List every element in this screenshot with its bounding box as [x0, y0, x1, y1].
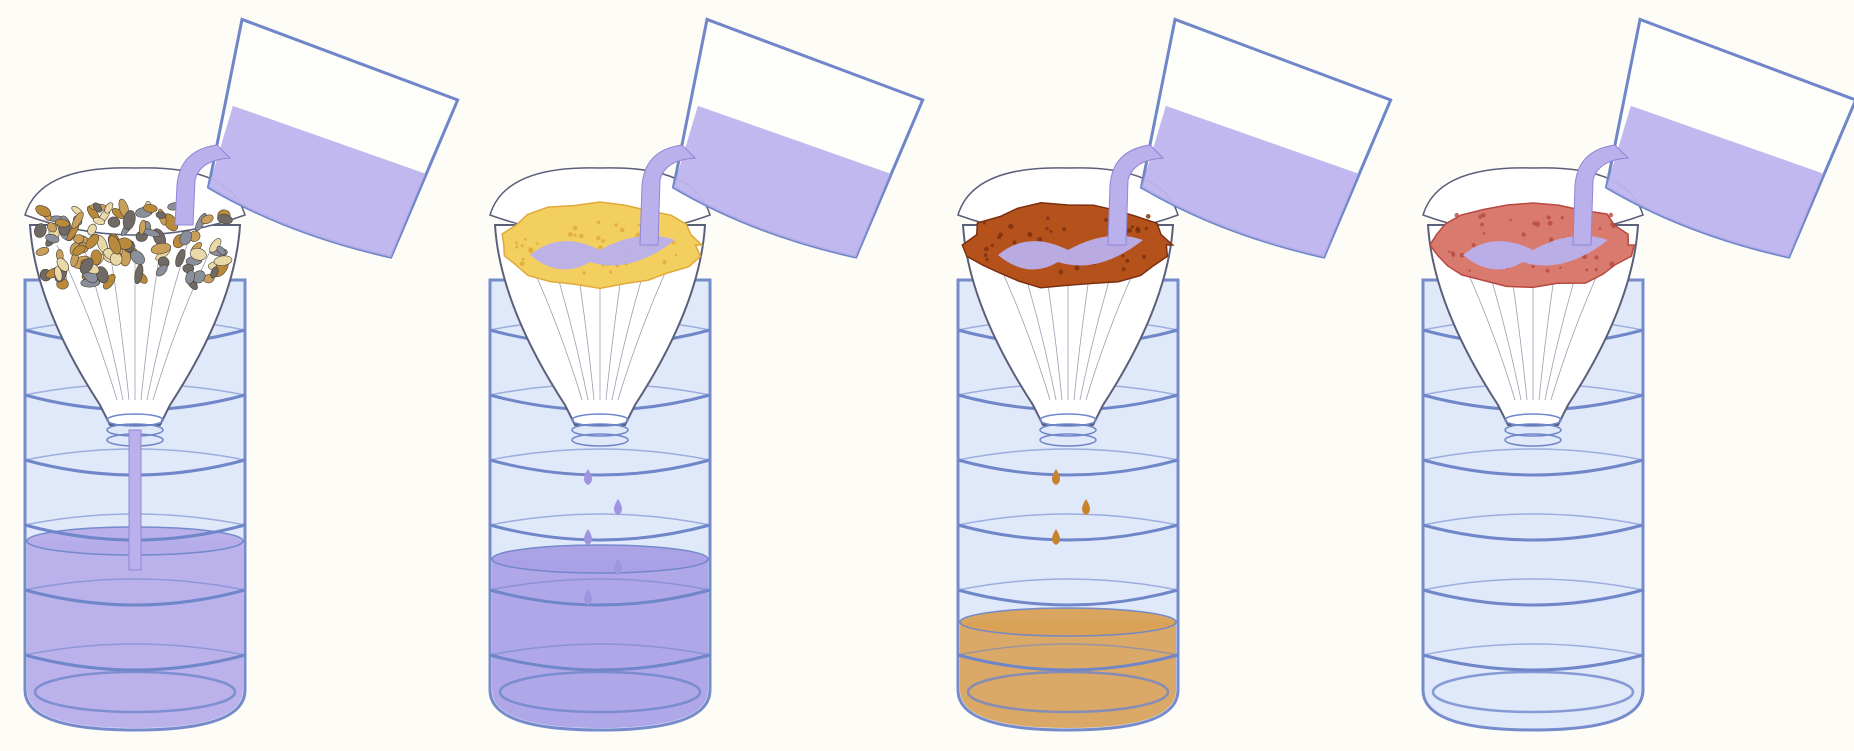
soil-grain [1008, 224, 1013, 229]
soil-grain [1046, 216, 1050, 220]
soil-grain [1142, 255, 1146, 259]
clay-grain [1594, 255, 1598, 259]
sand-grain [521, 244, 524, 247]
sand-grain [609, 270, 612, 273]
panel-1 [25, 19, 461, 730]
clay-grain [1561, 216, 1564, 219]
soil-grain [1145, 227, 1149, 231]
clay-grain [1609, 213, 1614, 218]
sand-grain [601, 239, 605, 243]
soil-grain [1122, 267, 1126, 271]
soil-grain [1037, 237, 1042, 242]
sand-grain [596, 236, 600, 240]
sand-grain [520, 261, 525, 266]
clay-grain [1531, 265, 1534, 268]
soil-grain [1027, 232, 1032, 237]
clay-grain [1546, 269, 1550, 273]
soil-grain [1121, 254, 1124, 257]
soil-grain [1058, 270, 1063, 275]
drip-stream [129, 430, 141, 570]
sand-grain [528, 248, 533, 253]
soil-grain [984, 247, 989, 252]
soil-grain [1125, 259, 1129, 263]
panel-2 [490, 19, 926, 730]
clay-grain [1547, 215, 1551, 219]
clay-grain [1535, 221, 1540, 226]
soil-grain [985, 258, 988, 261]
sand-grain [662, 260, 666, 264]
soil-grain [983, 222, 986, 225]
soil-grain [1127, 228, 1132, 233]
liquid-surface [960, 608, 1176, 636]
clay-grain [1455, 213, 1460, 218]
clay-grain [1610, 223, 1614, 227]
panel-4 [1423, 19, 1854, 730]
sand-grain [620, 228, 625, 233]
sand-grain [568, 232, 573, 237]
soil-grain [1012, 240, 1016, 244]
soil-grain [1045, 227, 1048, 230]
sand-grain [597, 220, 601, 224]
soil-grain [1062, 227, 1066, 231]
soil-grain [984, 253, 988, 257]
soil-grain [1104, 218, 1108, 222]
soil-grain [1049, 230, 1052, 233]
sand-grain [522, 258, 525, 261]
clay-grain [1548, 221, 1553, 226]
clay-grain [1472, 243, 1476, 247]
sand-grain [515, 241, 518, 244]
clay-grain [1478, 215, 1482, 219]
clay-grain [1468, 269, 1470, 271]
clay-grain [1509, 219, 1512, 222]
soil-grain [1131, 225, 1134, 228]
clay-grain [1595, 268, 1598, 271]
clay-grain [1585, 268, 1588, 271]
sand-grain [536, 242, 539, 245]
soil-grain [1074, 265, 1079, 270]
clay-grain [1448, 251, 1450, 253]
clay-grain [1483, 232, 1486, 235]
sand-grain [573, 226, 578, 231]
clay-grain [1609, 261, 1614, 266]
clay-grain [1451, 251, 1455, 255]
sand-grain [515, 246, 518, 249]
clay-grain [1559, 266, 1562, 269]
sand-grain [579, 234, 584, 239]
soil-grain [997, 235, 1001, 239]
sand-grain [675, 254, 677, 256]
sand-grain [573, 234, 576, 237]
clay-grain [1522, 232, 1526, 236]
sand-grain [614, 223, 618, 227]
clay-grain [1599, 227, 1602, 230]
sand-grain [524, 238, 527, 241]
soil-grain [991, 244, 994, 247]
sand-grain [638, 223, 641, 226]
soil-grain [1135, 228, 1140, 233]
clay-grain [1480, 223, 1484, 227]
liquid-surface [492, 545, 708, 573]
sand-grain [582, 271, 586, 275]
soil-grain [1146, 214, 1151, 219]
panel-3 [958, 19, 1394, 730]
